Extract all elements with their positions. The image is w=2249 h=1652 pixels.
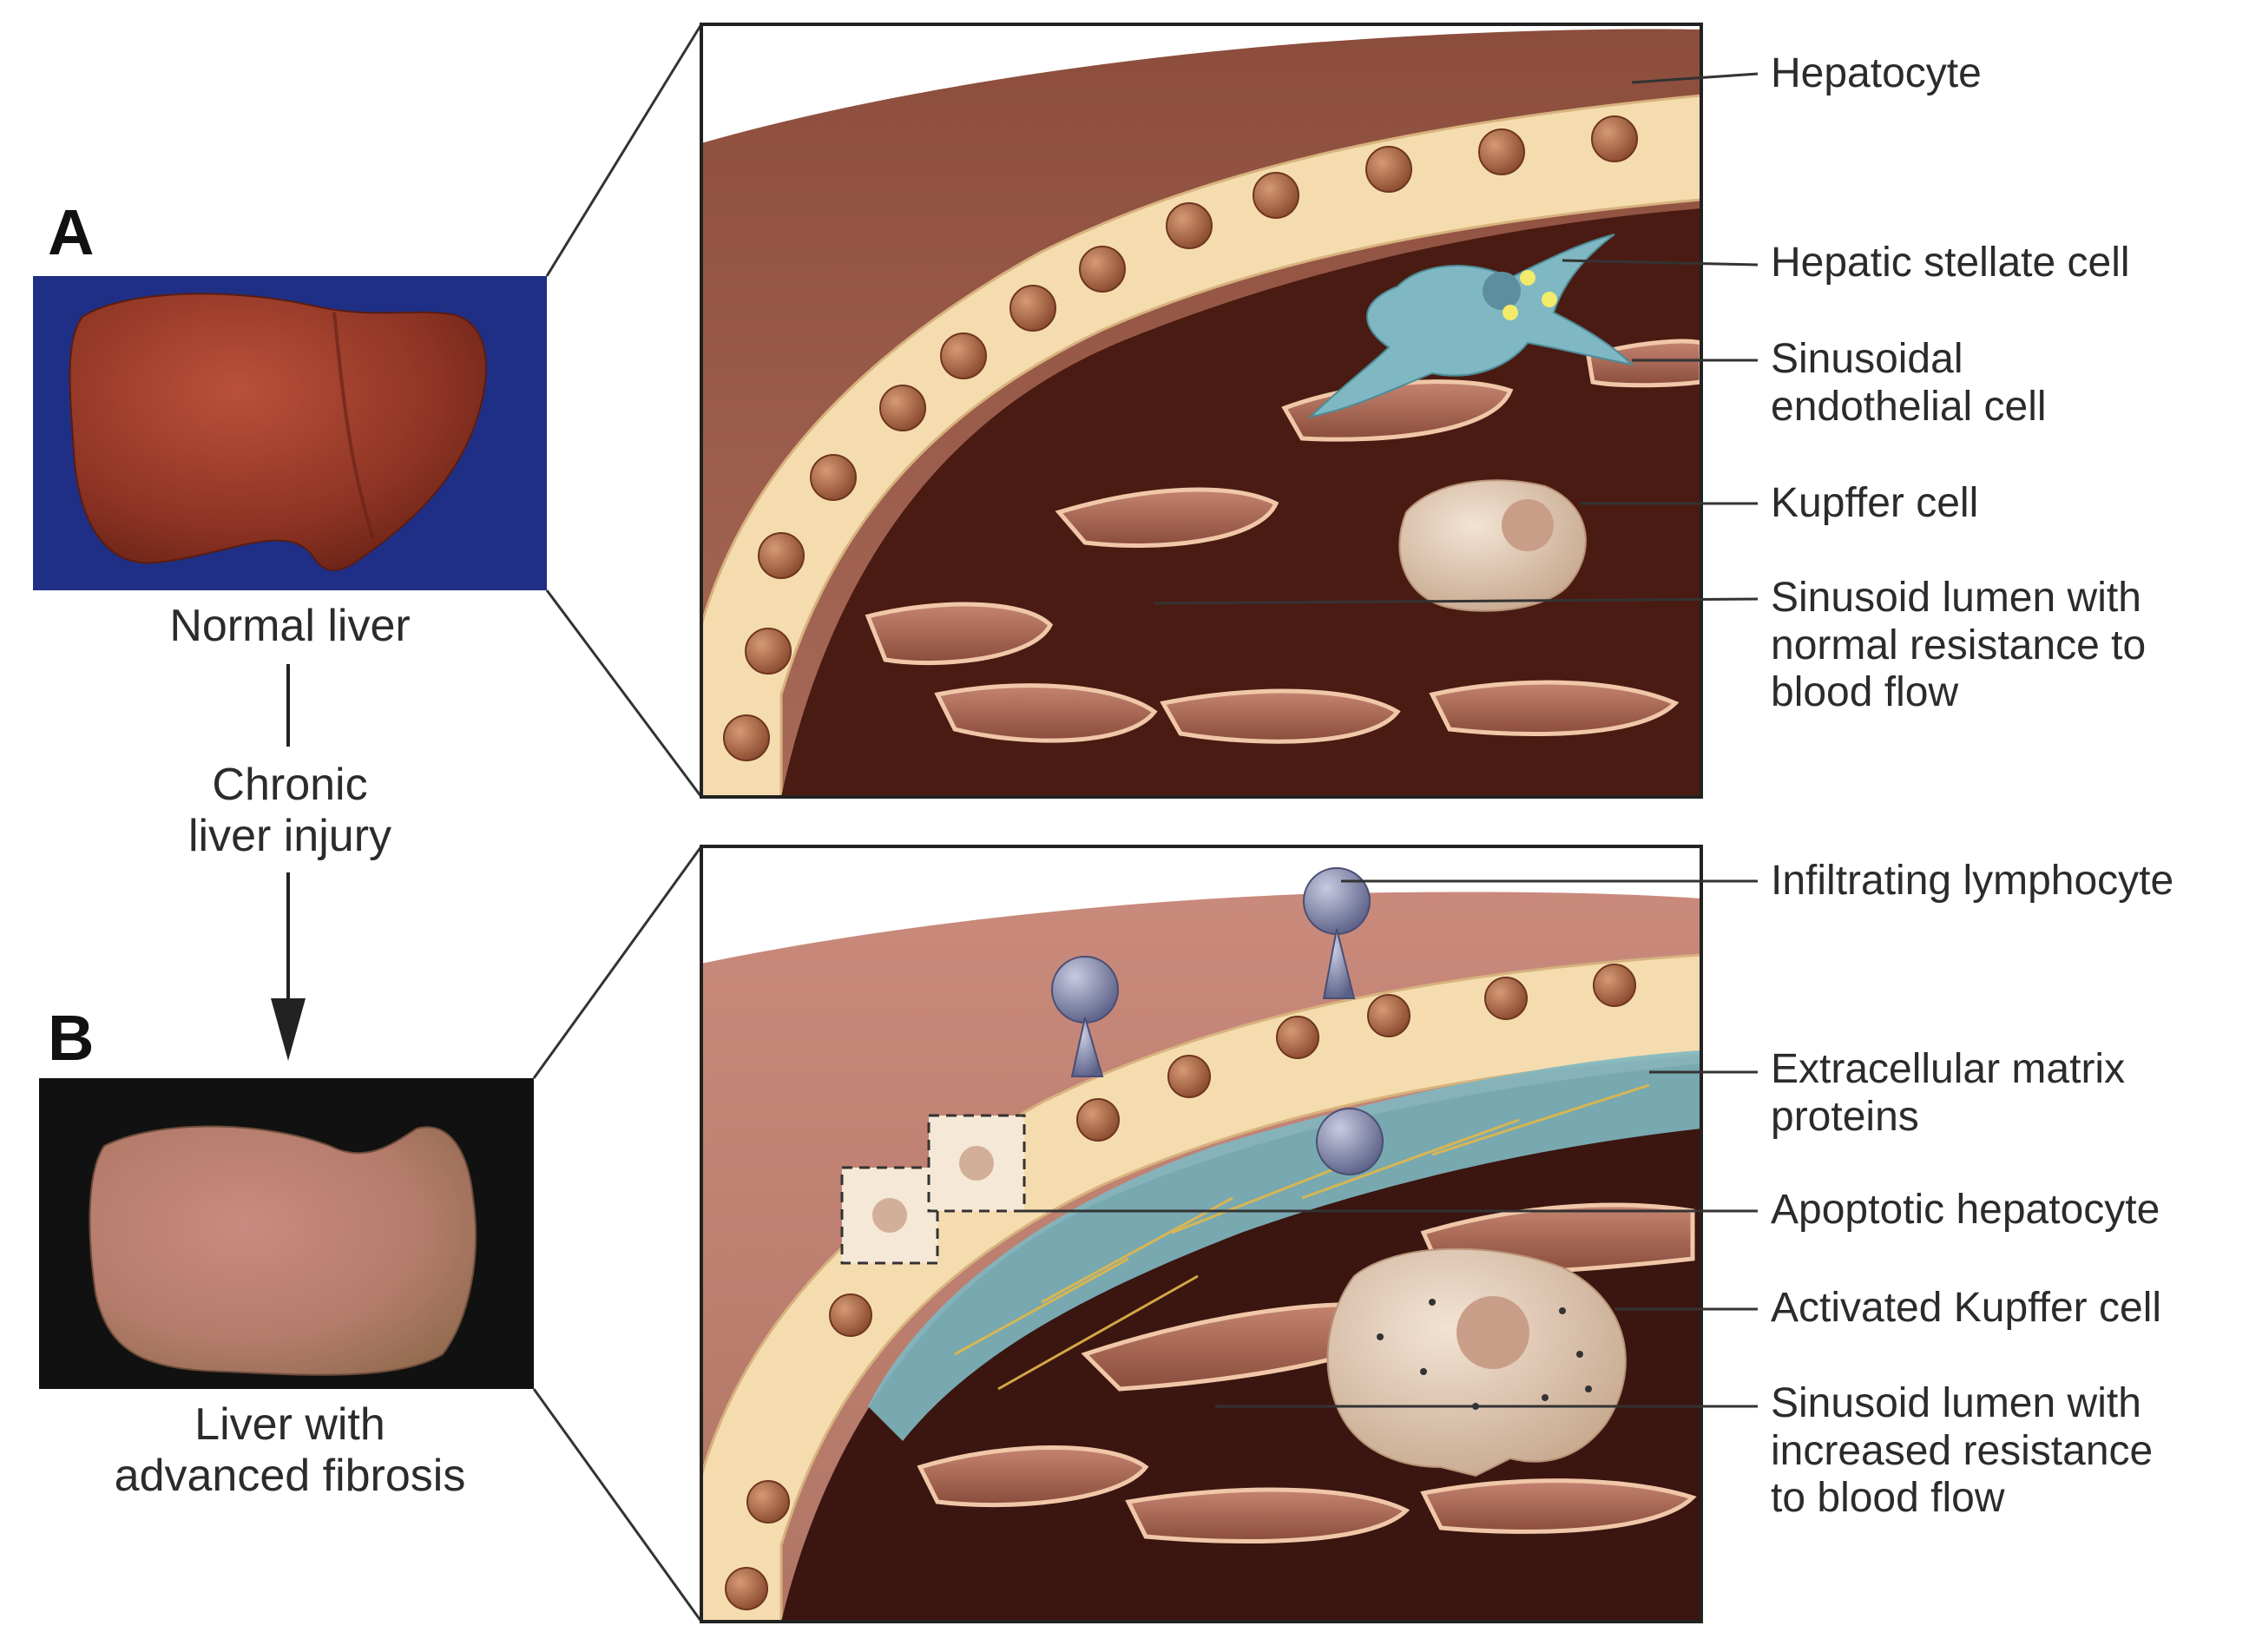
hepatic-stellate-cell [1307,234,1635,418]
panel-b [39,845,1758,1623]
extracellular-matrix [868,1050,1701,1441]
transition-label-line-2: liver injury [187,811,392,862]
label-lumen-b-line-3: to blood flow [1771,1475,2005,1522]
label-sinusoid-lumen-normal: Sinusoid lumen with normal resistance to… [1771,575,2146,717]
label-ecm-line-2: proteins [1771,1093,1919,1140]
label-lumen-a-line-2: normal resistance to [1771,622,2147,668]
normal-liver-photo [69,293,487,571]
label-activated-kupffer-cell: Activated Kupffer cell [1771,1285,2162,1331]
label-hepatocyte: Hepatocyte [1771,50,1982,96]
panel-a-leaders [1154,72,1759,605]
panel-a [33,23,1759,799]
label-endothelial-line-1: Sinusoidal [1771,336,1963,382]
panel-a-letter: A [48,196,95,268]
hepatocyte-nuclei-b [725,964,1636,1610]
label-sinusoid-lumen-increased: Sinusoid lumen with increased resistance… [1771,1380,2153,1523]
transition-label: Chronic liver injury [12,760,568,863]
label-apoptotic-hepatocyte: Apoptotic hepatocyte [1771,1187,2160,1233]
panel-a-illustration [701,24,1701,797]
ecm-fibers [954,1083,1650,1391]
apoptotic-hepatocytes [840,1114,1026,1265]
label-endothelial-line-2: endothelial cell [1771,383,2047,430]
label-infiltrating-lymphocyte: Infiltrating lymphocyte [1771,858,2174,904]
panel-b-leaders [1024,879,1758,1408]
zoom-line-b-top [532,846,703,1079]
panel-b-illustration [701,846,1701,1622]
transition-arrow [271,664,306,1061]
falciform-ligament [332,312,375,539]
label-kupffer-cell: Kupffer cell [1771,480,1979,526]
label-extracellular-matrix: Extracellular matrix proteins [1771,1046,2125,1141]
panel-a-frame [700,23,1703,799]
panel-b-letter: B [48,1002,95,1074]
hepatocyte-nuclei [723,115,1638,761]
label-hepatic-stellate-cell: Hepatic stellate cell [1771,240,2130,286]
label-sinusoidal-endothelial-cell: Sinusoidal endothelial cell [1771,336,2047,431]
zoom-line-b-bottom [532,1388,703,1622]
fibrotic-caption-line-1: Liver with [194,1399,385,1450]
fibrotic-liver-photo [89,1125,477,1376]
infiltrating-lymphocytes [1051,867,1384,1175]
fibrotic-liver-caption: Liver with advanced fibrosis [12,1399,568,1503]
zoom-line-a-bottom [545,589,703,798]
transition-label-line-1: Chronic [212,760,368,810]
normal-liver-caption: Normal liver [169,601,411,651]
label-lumen-b-line-1: Sinusoid lumen with [1771,1380,2141,1426]
label-lumen-b-line-2: increased resistance [1771,1427,2154,1474]
zoom-line-a-top [545,23,703,277]
kupffer-cell [1398,479,1587,612]
panel-b-frame [700,845,1703,1623]
label-ecm-line-1: Extracellular matrix [1771,1046,2126,1092]
label-lumen-a-line-1: Sinusoid lumen with [1771,575,2141,621]
fibrotic-caption-line-2: advanced fibrosis [114,1451,466,1502]
label-lumen-a-line-3: blood flow [1771,669,1959,716]
